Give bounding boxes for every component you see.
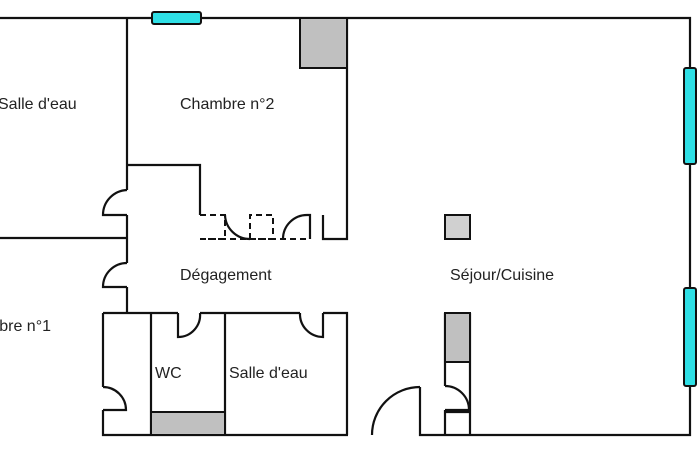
door-chambre-1: [101, 261, 128, 289]
room-label-salle-eau-2: Salle d'eau: [229, 365, 308, 382]
kitchen-cabinet: [444, 312, 471, 363]
room-label-degagement: Dégagement: [180, 267, 272, 284]
door-wc: [176, 312, 202, 339]
room-label-sejour-cuisine: Séjour/Cuisine: [450, 267, 554, 284]
window-top: [151, 11, 202, 25]
window-right-upper: [683, 67, 697, 165]
door-closet-right: [444, 384, 471, 412]
door-swings: [101, 188, 471, 412]
chimney-duct: [299, 17, 348, 69]
closets: [200, 214, 310, 240]
door-salle-eau-2: [298, 312, 325, 339]
entrance-door: [370, 385, 421, 436]
pillar: [444, 214, 471, 240]
room-label-salle-eau-1: Salle d'eau: [0, 96, 77, 113]
room-label-wc: WC: [155, 365, 182, 382]
exterior-walls: [0, 16, 692, 437]
door-closet-left: [102, 385, 128, 412]
wc-fixture: [150, 411, 226, 436]
door-salle-eau-1: [101, 188, 128, 217]
room-label-chambre-2: Chambre n°2: [180, 96, 275, 113]
room-label-chambre-1: Chambre n°1: [0, 318, 51, 335]
window-right-lower: [683, 287, 697, 387]
